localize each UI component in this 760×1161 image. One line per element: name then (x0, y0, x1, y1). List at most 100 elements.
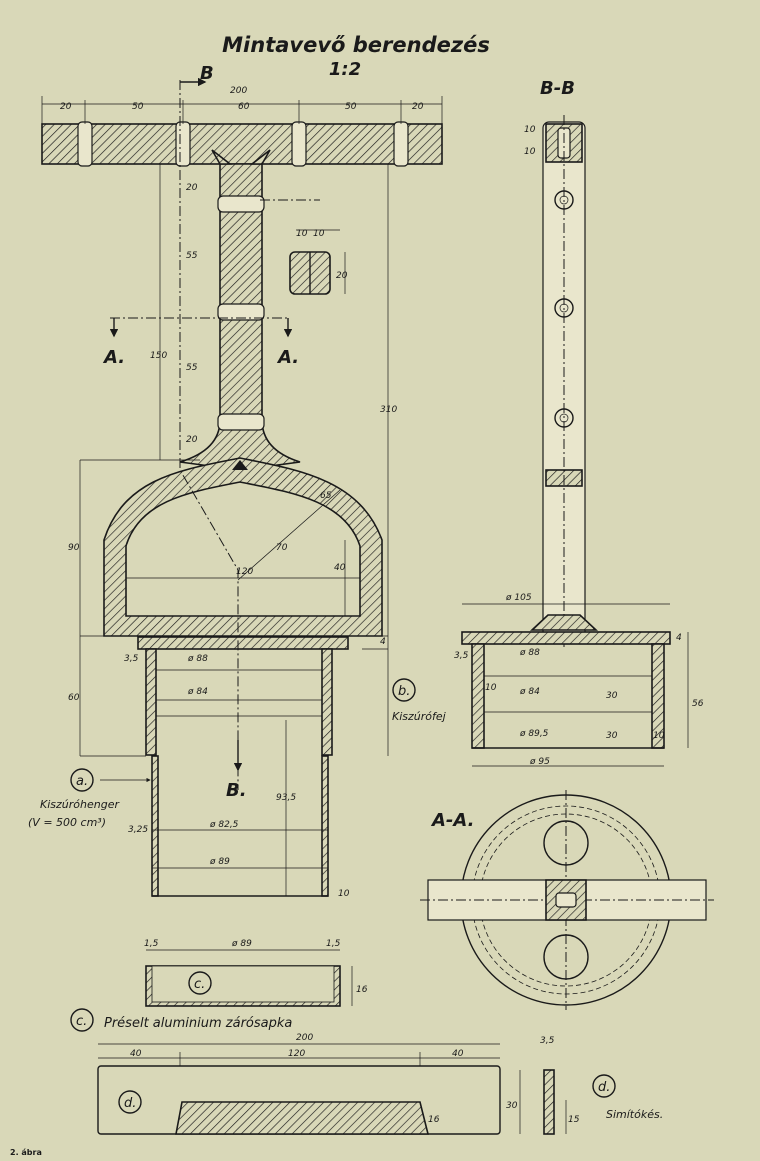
bb-dim-10-d: 10 (653, 731, 665, 741)
section-a-left-label: A. (102, 347, 125, 368)
bb-dim-30-b: 30 (606, 731, 618, 741)
bb-view-title: B-B (540, 78, 575, 99)
dim-d82-5: ø 82,5 (209, 820, 239, 830)
blade-inner-marker: d. (124, 1096, 136, 1111)
marker-b: b. (398, 684, 410, 699)
bb-dim-d95: ø 95 (529, 757, 550, 767)
dim-10: 10 (338, 889, 350, 899)
marker-d: d. (598, 1080, 610, 1095)
dim-150: 150 (150, 351, 167, 361)
dim-d89: ø 89 (209, 857, 230, 867)
bb-dim-3-5: 3,5 (454, 651, 469, 661)
dim-120: 120 (236, 567, 253, 577)
cap-view (145, 949, 353, 1007)
bb-dim-d88: ø 88 (519, 648, 540, 658)
cylinder-volume: (V = 500 cm³) (28, 816, 106, 829)
cap-inner-marker-circle (188, 971, 212, 995)
dim-20-lower: 20 (186, 435, 198, 445)
stem-rivet-middle (217, 303, 265, 321)
marker-c: c. (76, 1014, 87, 1029)
marker-c-circle (70, 1008, 94, 1032)
cap-dim-1-5-right: 1,5 (326, 939, 341, 949)
blade-profile (543, 1069, 555, 1135)
stem-rivet-bottom (217, 413, 265, 431)
dim-r65: 65 (320, 491, 332, 501)
blade-dim-15: 15 (568, 1115, 580, 1125)
bb-dim-56: 56 (692, 699, 704, 709)
dim-50-right: 50 (345, 102, 357, 112)
blade-dim-120: 120 (288, 1049, 305, 1059)
dim-4: 4 (380, 637, 386, 647)
dim-sq10-a: 10 (296, 229, 308, 239)
dim-3-25: 3,25 (128, 825, 148, 835)
cap-inner-marker: c. (194, 977, 205, 992)
dim-r70: 70 (276, 543, 288, 553)
dim-20-left: 20 (60, 102, 72, 112)
dim-d88: ø 88 (187, 654, 208, 664)
dim-20-stem: 20 (186, 183, 198, 193)
bb-dim-10-c: 10 (485, 683, 497, 693)
dim-d84: ø 84 (187, 687, 208, 697)
section-b-top-label: B (200, 63, 214, 84)
main-dimension-texts: 200 20 50 60 50 20 20 55 150 55 20 310 9… (60, 86, 424, 899)
marker-a: a. (76, 774, 88, 789)
bb-dim-d89-5: ø 89,5 (519, 729, 549, 739)
dim-sq20: 20 (336, 271, 348, 281)
main-sampler-view (41, 77, 443, 897)
bb-dim-10-b: 10 (524, 147, 536, 157)
bb-dim-4: 4 (676, 633, 682, 643)
cap-dim-d89: ø 89 (231, 939, 252, 949)
dim-93-5: 93,5 (276, 793, 296, 803)
base-plate (137, 636, 349, 650)
dim-total-width: 200 (230, 86, 247, 96)
bb-dim-d84: ø 84 (519, 687, 540, 697)
stem-rivet-top (217, 195, 265, 213)
section-b-bottom-label: B. (226, 780, 247, 801)
dim-60: 60 (238, 102, 250, 112)
handle-bar (41, 123, 443, 165)
bb-dim-d105: ø 105 (505, 593, 532, 603)
blade-dim-200: 200 (296, 1033, 313, 1043)
dim-3-5: 3,5 (124, 654, 139, 664)
cap-dim-1-5-left: 1,5 (144, 939, 159, 949)
dim-90: 90 (68, 543, 80, 553)
dim-55-lower: 55 (186, 363, 198, 373)
dim-55-upper: 55 (186, 251, 198, 261)
head-frame (103, 457, 383, 637)
bb-plate (461, 631, 671, 645)
cap-name: Préselt aluminium zárósapka (104, 1016, 292, 1031)
blade-dim-3-5: 3,5 (540, 1036, 555, 1046)
bb-dimension-texts: ø 105 3,5 ø 88 ø 84 ø 89,5 ø 95 56 4 30 … (454, 125, 704, 767)
dim-50-left: 50 (132, 102, 144, 112)
blade-dim-40-left: 40 (130, 1049, 142, 1059)
blade-dim-40-right: 40 (452, 1049, 464, 1059)
section-a-right-label: A. (276, 347, 299, 368)
blade-view (97, 1043, 567, 1135)
dim-40: 40 (334, 563, 346, 573)
drawing-scale: 1:2 (329, 59, 361, 80)
aa-view-title: A-A. (430, 810, 475, 831)
sampling-cylinder (145, 648, 333, 897)
aa-section-view: A-A. (420, 790, 714, 1010)
bb-section-view: B-B (461, 78, 689, 767)
dim-sq10-b: 10 (313, 229, 325, 239)
blade-inner-marker-circle (118, 1090, 142, 1114)
dim-20-right: 20 (412, 102, 424, 112)
dim-310: 310 (380, 405, 397, 415)
figure-number: 2. ábra (10, 1148, 42, 1157)
head-name: Kiszúrófej (392, 710, 447, 723)
bb-dim-30-a: 30 (606, 691, 618, 701)
blade-name: Simítókés. (606, 1108, 663, 1121)
marker-d-circle (592, 1074, 616, 1098)
main-dimension-lines (41, 96, 443, 896)
blade-dim-16: 16 (428, 1115, 440, 1125)
bb-dim-10-a: 10 (524, 125, 536, 135)
marker-b-circle (392, 678, 416, 702)
dim-60-lower: 60 (68, 693, 80, 703)
blade-edge (175, 1101, 430, 1135)
drawing-title: Mintavevő berendezés (222, 33, 490, 57)
cylinder-name: Kiszúróhenger (40, 798, 120, 811)
marker-a-circle (70, 768, 94, 792)
